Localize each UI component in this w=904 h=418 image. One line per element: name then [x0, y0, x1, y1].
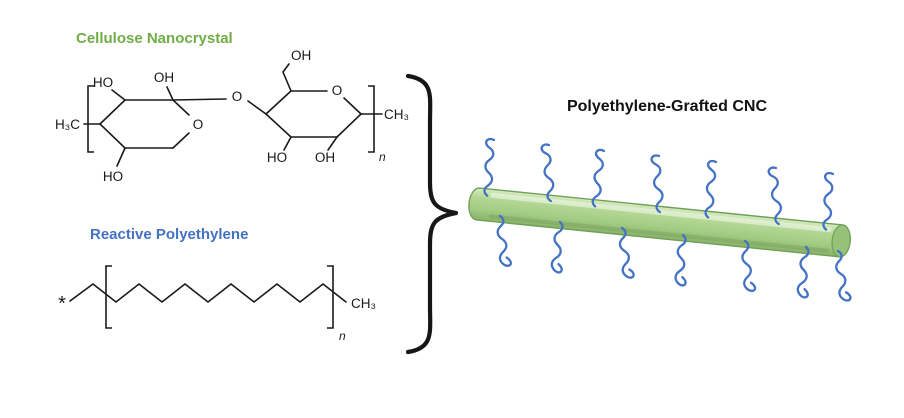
- reactive-pe-structure: * n CH₃: [58, 265, 376, 343]
- oh-ch2-label: OH: [291, 48, 311, 63]
- reactive-polyethylene-title: Reactive Polyethylene: [90, 226, 249, 243]
- right-bracket: [368, 85, 375, 153]
- ch3-label: CH₃: [351, 296, 376, 311]
- ring-oxygen-label: O: [193, 117, 204, 132]
- bond: [172, 99, 190, 116]
- bond: [166, 86, 174, 101]
- grafted-pe-chain: [833, 249, 852, 303]
- cnc-rod-end-cap: [831, 224, 851, 258]
- repeat-n-label: n: [379, 150, 386, 164]
- grafted-pe-chain: [820, 171, 835, 232]
- left-bracket: [87, 85, 94, 153]
- bond: [336, 113, 362, 138]
- bond: [172, 98, 227, 101]
- bond: [327, 136, 338, 151]
- oh-label: OH: [154, 70, 174, 85]
- cellulose-structure: O HO OH H₃C HO O O OH HO: [55, 48, 409, 184]
- radical-star-label: *: [58, 293, 66, 315]
- cnc-rod: [468, 187, 851, 258]
- bond: [116, 147, 126, 167]
- grafted-pe-chain: [767, 166, 784, 226]
- h3c-label: H₃C: [55, 117, 80, 132]
- repeat-n-label: n: [339, 329, 346, 343]
- rod-shade: [488, 214, 830, 253]
- oh-bottom-label: OH: [315, 150, 335, 165]
- bond: [265, 113, 292, 138]
- bond: [69, 282, 347, 304]
- left-bracket: [105, 265, 112, 329]
- grafted-pe-chain: [673, 233, 691, 287]
- bond: [172, 132, 190, 149]
- ho-ch2-label: HO: [103, 169, 123, 184]
- pe-grafted-cnc-title: Polyethylene-Grafted CNC: [566, 98, 768, 115]
- bond: [99, 123, 126, 149]
- ring2-oxygen-label: O: [332, 83, 343, 98]
- ho-bottom-label: HO: [267, 150, 287, 165]
- bond: [99, 99, 126, 125]
- ho-label: HO: [93, 75, 113, 90]
- bond: [283, 136, 292, 151]
- bond: [343, 97, 362, 115]
- bond: [265, 90, 292, 115]
- glycosidic-oxygen-label: O: [232, 89, 243, 104]
- cellulose-nanocrystal-title: Cellulose Nanocrystal: [76, 30, 233, 47]
- bond: [247, 100, 267, 115]
- rod-highlight: [490, 192, 832, 233]
- bond: [282, 63, 292, 92]
- ch3-label: CH₃: [384, 107, 409, 122]
- grafted-pe-chain: [702, 159, 718, 220]
- combining-brace: [405, 73, 459, 355]
- bond: [111, 89, 126, 101]
- grafted-pe-chain: [540, 143, 556, 203]
- grafted-pe-chain: [481, 137, 496, 198]
- grafted-pe-chain: [589, 148, 606, 208]
- right-bracket: [327, 265, 334, 329]
- grafted-pe-chain: [650, 154, 665, 214]
